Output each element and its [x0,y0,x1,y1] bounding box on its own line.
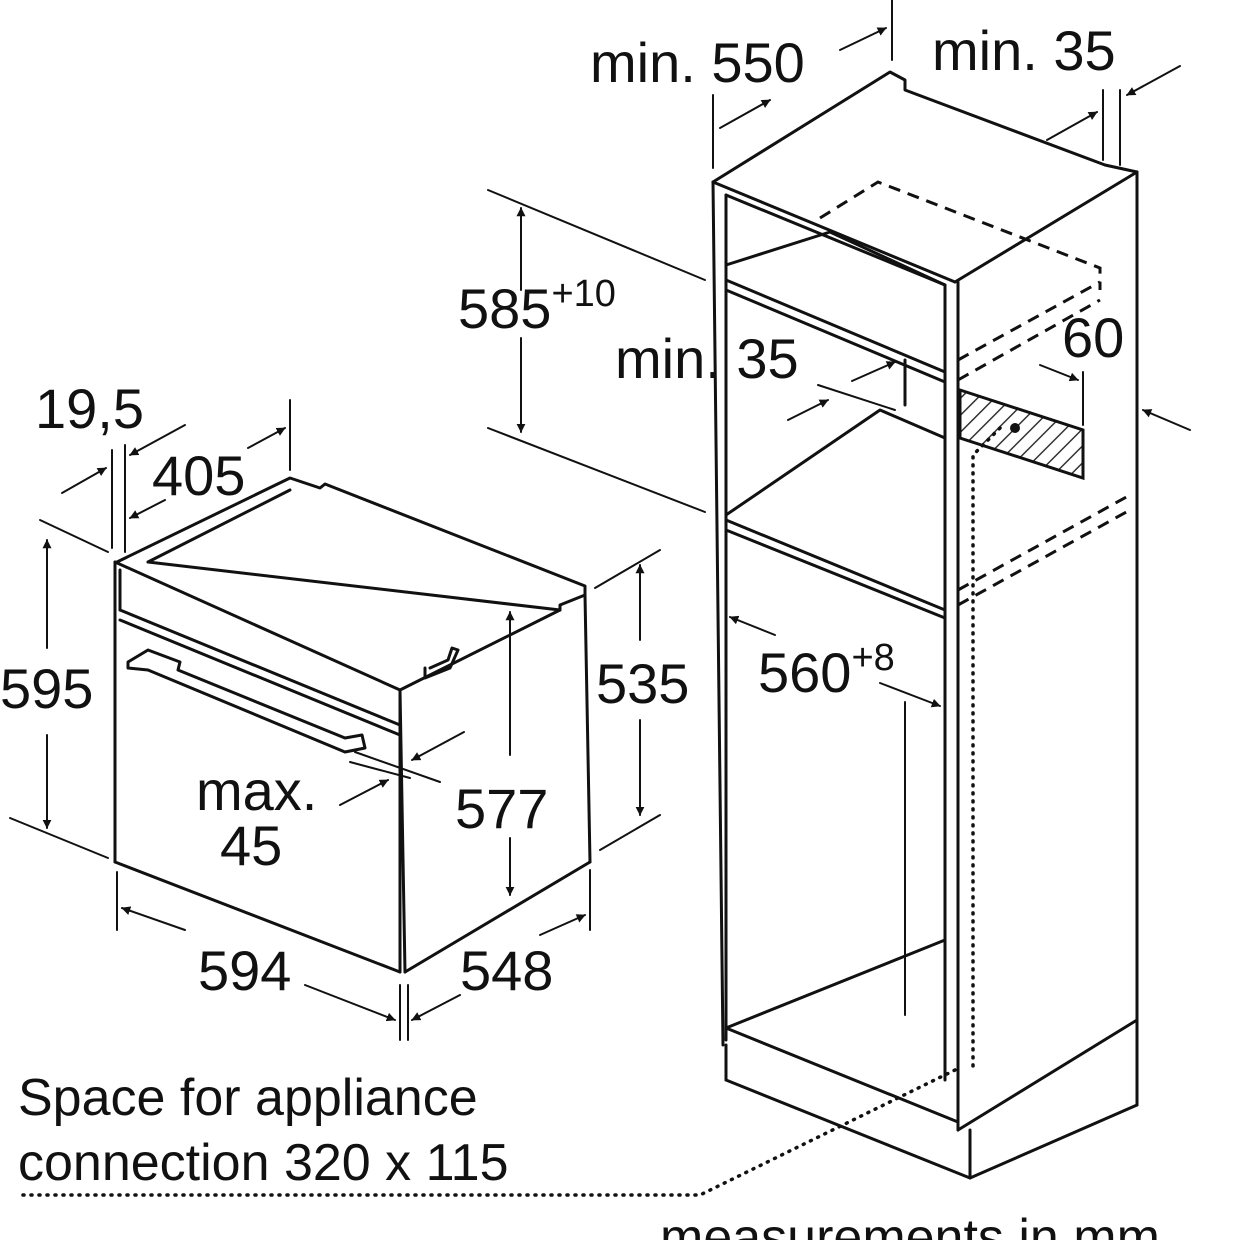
label-handle-clearance-line1: max. [196,759,317,822]
label-front-panel-thickness: 19,5 [35,377,144,440]
label-handle-clearance-line2: 45 [220,814,282,877]
label-niche-width-base: 560 [758,641,851,704]
tall-cabinet [18,70,1139,1197]
oven-dimension-lines [9,399,661,1041]
label-niche-height-tolerance: +10 [551,273,615,315]
label-oven-height: 595 [0,657,93,720]
cabinet-dimension-lines [487,0,1191,1016]
label-cabinet-back-gap: min. 35 [932,19,1116,82]
connection-note-line2: connection 320 x 115 [18,1134,509,1192]
label-niche-height: 585+10 [458,273,616,340]
label-oven-inner-height: 577 [455,777,548,840]
label-oven-width: 594 [198,939,291,1002]
label-niche-height-base: 585 [458,277,551,340]
label-niche-width: 560+8 [758,637,895,704]
label-oven-side-height: 535 [596,652,689,715]
label-shelf-gap: min. 35 [615,327,799,390]
connection-area [958,387,1085,481]
units-note: measurements in mm [660,1209,1160,1240]
connection-note-line1: Space for appliance [18,1069,478,1127]
label-oven-top-depth: 405 [152,444,245,507]
oven [113,476,592,974]
label-niche-width-tolerance: +8 [851,637,894,679]
label-cabinet-depth: min. 550 [590,31,805,94]
label-vent-height: 60 [1062,306,1124,369]
label-oven-depth: 548 [460,939,553,1002]
